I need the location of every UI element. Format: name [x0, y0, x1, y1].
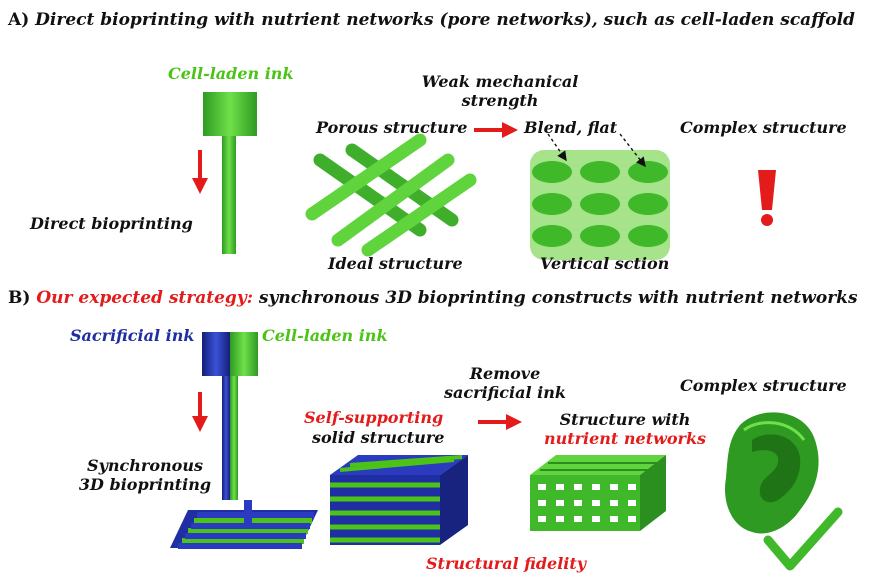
sacrificial-ink-label: Sacrificial ink: [70, 326, 195, 345]
complex-structure-label-b: Complex structure: [680, 376, 847, 395]
weak-strength-line-1: Weak mechanical: [421, 72, 579, 91]
panel-b-title-highlight: Our expected strategy:: [36, 288, 253, 308]
remove-line-1: Remove: [469, 364, 541, 383]
vertical-section-label: Vertical sction: [540, 254, 670, 273]
nutrient-network-block: [530, 455, 666, 531]
panel-b-title-rest: synchronous 3D bioprinting constructs wi…: [258, 288, 858, 308]
nutrient-networks-line: nutrient networks: [543, 429, 707, 448]
blend-flat-label: Blend, flat: [524, 118, 618, 137]
structural-fidelity-label: Structural fidelity: [426, 554, 587, 573]
weak-strength-line-2: strength: [461, 91, 539, 110]
cell-laden-nozzle-a: [203, 92, 257, 254]
vertical-section-blend: [530, 150, 670, 260]
panel-b-header: B) Our expected strategy: synchronous 3D…: [8, 288, 858, 308]
check-mark-icon: [763, 507, 843, 571]
panel-a-title: Direct bioprinting with nutrient network…: [35, 10, 855, 30]
solid-block: [330, 455, 468, 545]
panel-a-letter: A): [8, 10, 30, 30]
ear-model: [725, 412, 819, 534]
structure-with-label: Structure with nutrient networks: [540, 410, 710, 448]
remove-sacrificial-label: Remove sacrificial ink: [430, 364, 580, 402]
print-arrow-a: [192, 150, 208, 194]
solid-structure-label: solid structure: [312, 428, 445, 447]
synchronous-bioprinting-label: Synchronous 3D bioprinting: [70, 456, 220, 494]
warning-exclamation-icon: [758, 170, 776, 226]
weak-strength-label: Weak mechanical strength: [420, 72, 580, 110]
synchronous-line-1: Synchronous: [87, 456, 203, 475]
porous-structure-label: Porous structure: [316, 118, 468, 137]
print-arrow-b: [192, 392, 208, 432]
panel-a-header: A) Direct bioprinting with nutrient netw…: [8, 10, 855, 30]
panel-b-letter: B): [8, 288, 31, 308]
structure-with-line: Structure with: [559, 410, 691, 429]
blend-pointers: [547, 133, 646, 168]
printing-layer: [170, 500, 318, 549]
ideal-structure-label: Ideal structure: [328, 254, 463, 273]
synchronous-line-2: 3D bioprinting: [78, 475, 212, 494]
self-supporting-label: Self-supporting: [304, 408, 444, 427]
weak-strength-arrow: [474, 122, 518, 138]
remove-ink-arrow: [478, 414, 522, 430]
remove-line-2: sacrificial ink: [444, 383, 566, 402]
cell-laden-ink-label-b: Cell-laden ink: [262, 326, 388, 345]
ideal-structure-lattice: [305, 133, 477, 257]
complex-structure-label-a: Complex structure: [680, 118, 847, 137]
dual-nozzle-b: [202, 332, 258, 500]
direct-bioprinting-label: Direct bioprinting: [30, 214, 193, 233]
cell-laden-ink-label-a: Cell-laden ink: [168, 64, 294, 83]
